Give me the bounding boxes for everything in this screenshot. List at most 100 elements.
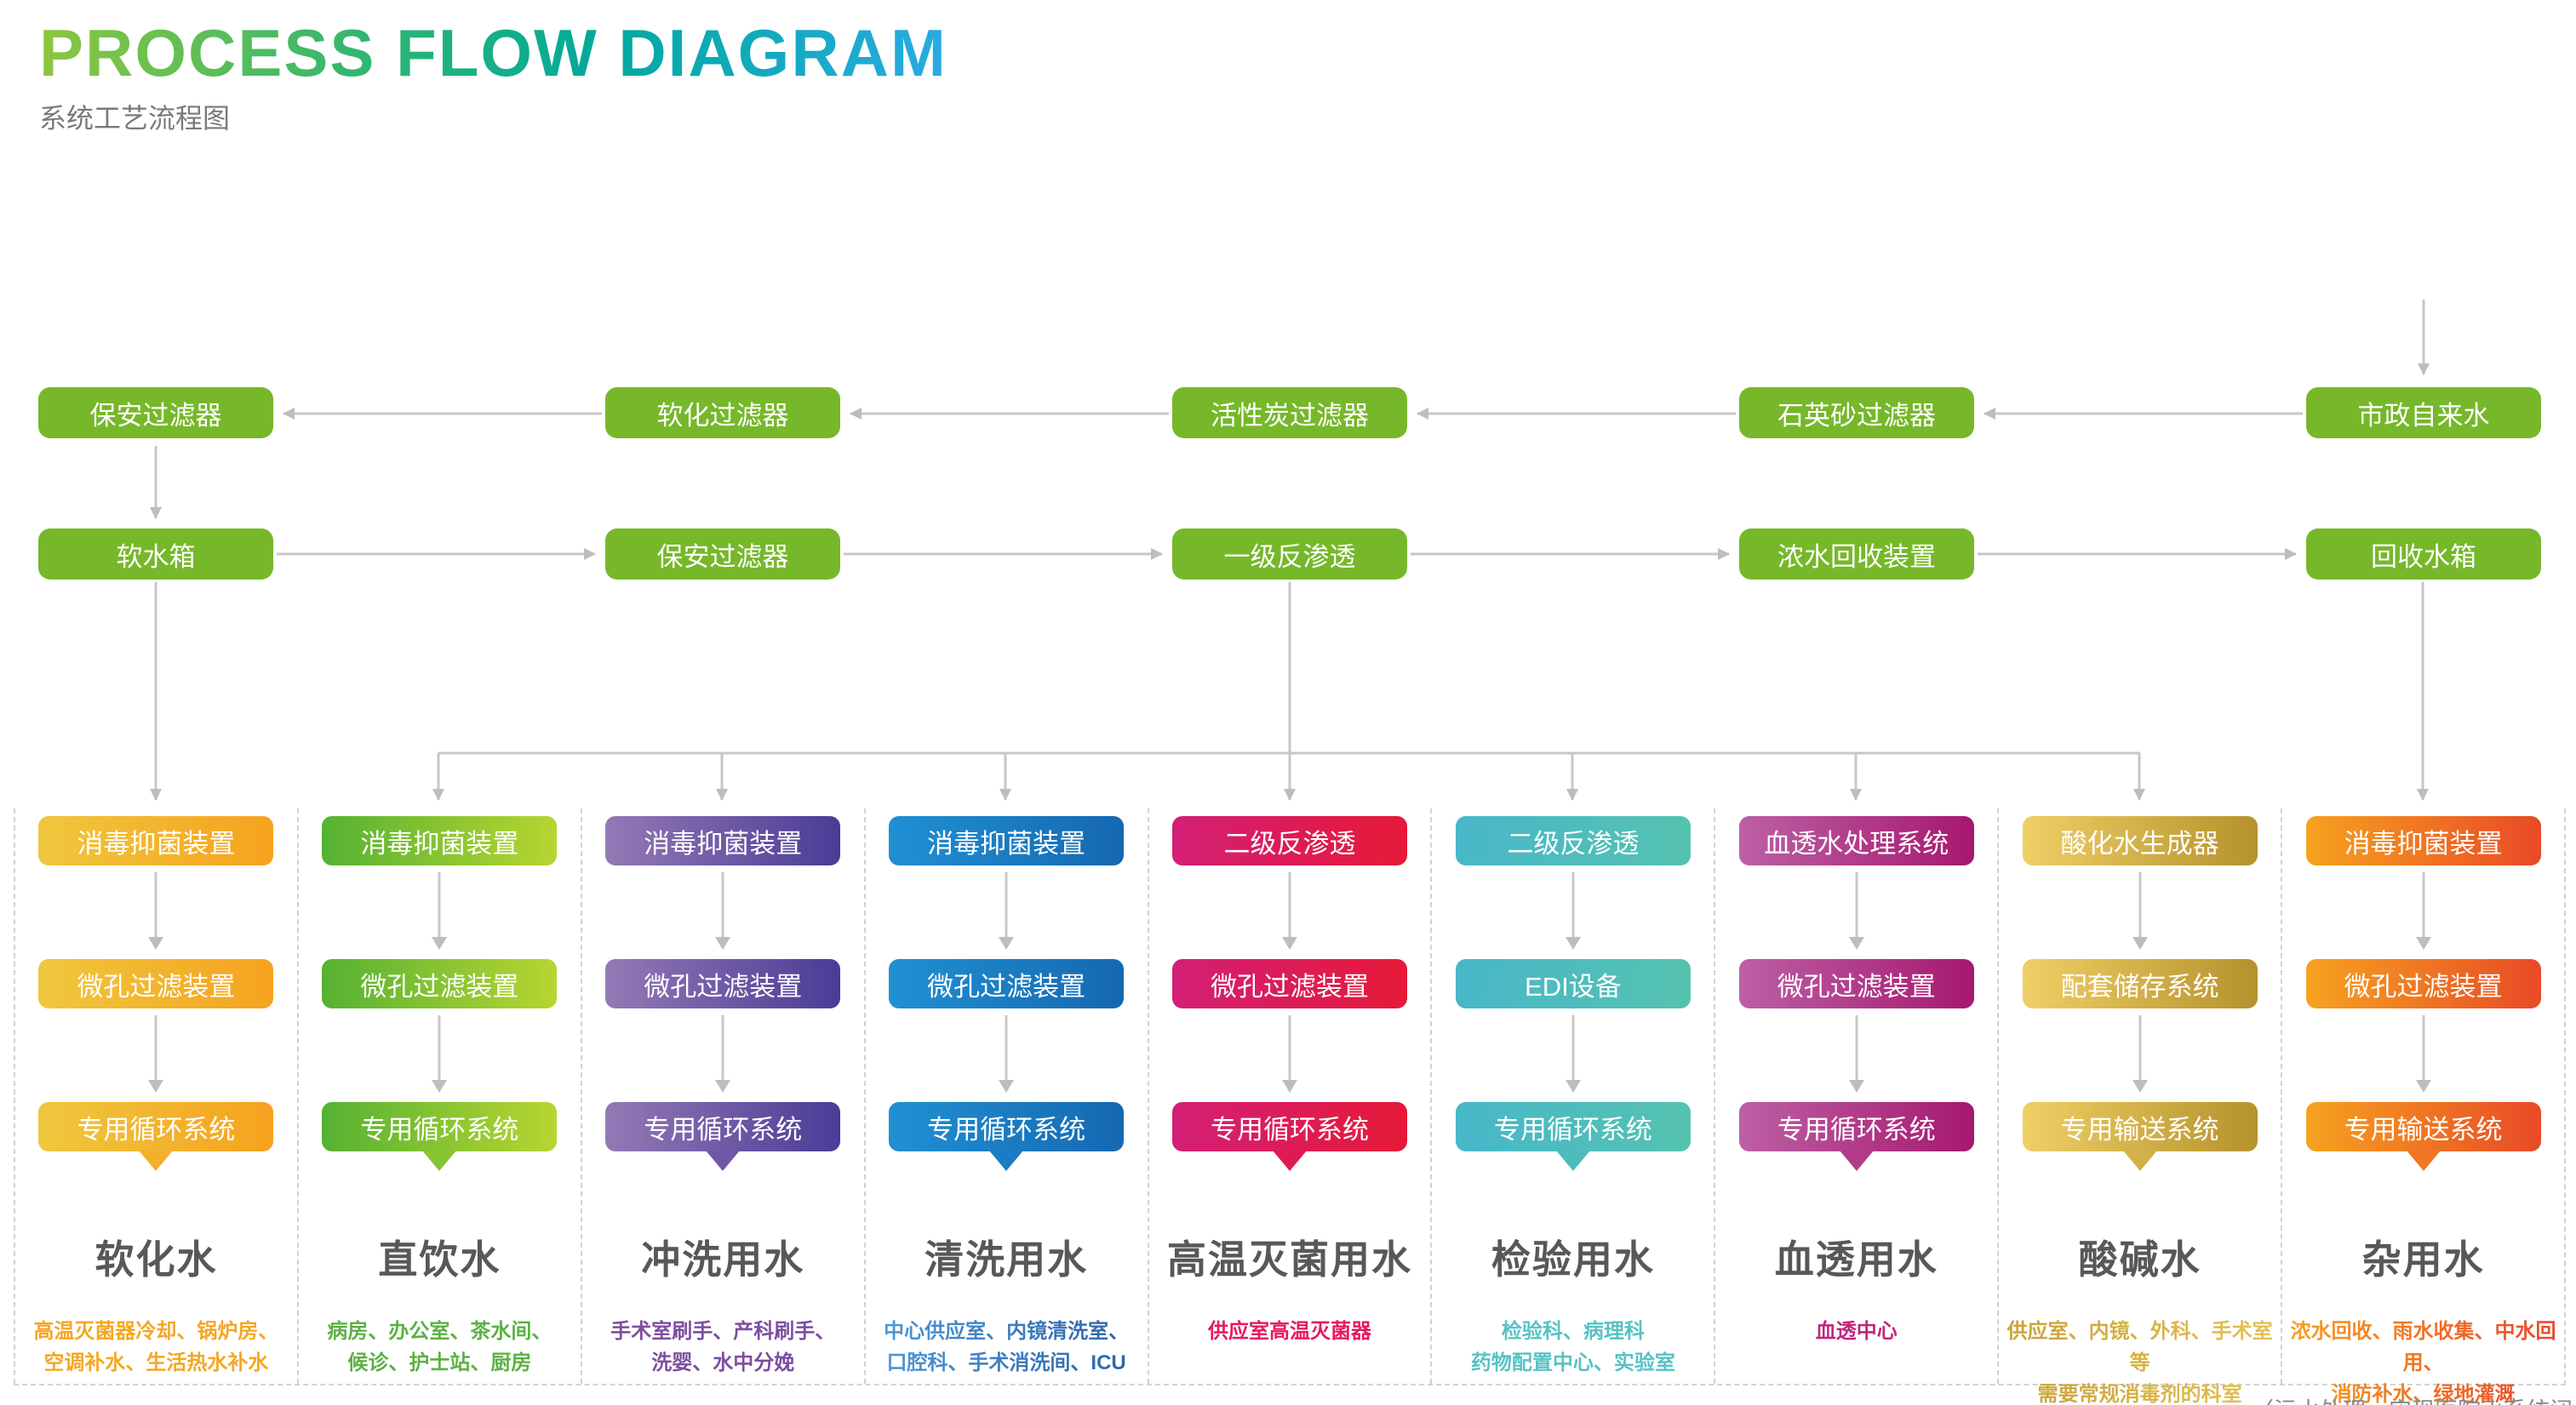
water-type-title: 酸碱水 <box>2078 1237 2201 1282</box>
process-box: 微孔过滤装置 <box>2305 959 2541 1008</box>
process-box-label: 活性炭过滤器 <box>1211 400 1369 431</box>
down-arrow-icon <box>15 865 297 959</box>
process-box-label: 消毒抑菌装置 <box>360 828 519 859</box>
process-box-label: 消毒抑菌装置 <box>77 828 236 859</box>
process-box-with-pointer: 专用循环系统 <box>889 1102 1125 1151</box>
water-usage-description: 血透中心 <box>1715 1316 1997 1347</box>
down-arrow-icon <box>1149 1008 1431 1102</box>
water-column: 二级反渗透 EDI设备 专用循环系统 检验用水 检验科、病理科 药物配置中心、实… <box>1430 808 1714 1384</box>
process-box-label: 二级反渗透 <box>1223 828 1356 859</box>
process-box: 二级反渗透 <box>1455 816 1691 865</box>
process-box-label: 配套储存系统 <box>2060 971 2219 1002</box>
water-usage-description: 供应室高温灭菌器 <box>1149 1316 1431 1347</box>
process-box-label: 微孔过滤装置 <box>1211 971 1369 1002</box>
down-arrow-icon <box>1149 865 1431 959</box>
header: PROCESS FLOW DIAGRAM 系统工艺流程图 <box>39 15 947 136</box>
down-arrow-icon <box>1432 865 1714 959</box>
process-box: 微孔过滤装置 <box>1738 959 1974 1008</box>
down-arrow-icon <box>1432 1008 1714 1102</box>
process-box: 石英砂过滤器 <box>1739 387 1974 438</box>
process-box: 回收水箱 <box>2306 528 2541 580</box>
water-usage-description: 浓水回收、雨水收集、中水回用、 消防补水、绿地灌溉 <box>2282 1316 2564 1405</box>
water-column: 消毒抑菌装置 微孔过滤装置 专用循环系统 冲洗用水 手术室刷手、产科刷手、 洗婴… <box>580 808 864 1384</box>
process-box-with-pointer: 专用输送系统 <box>2022 1102 2258 1151</box>
process-box-with-pointer: 专用循环系统 <box>1455 1102 1691 1151</box>
process-box: 微孔过滤装置 <box>605 959 841 1008</box>
process-box-label: 专用输送系统 <box>2060 1114 2219 1145</box>
process-box-with-pointer: 专用输送系统 <box>2305 1102 2541 1151</box>
process-box: 浓水回收装置 <box>1739 528 1974 580</box>
down-arrow-icon <box>2282 1008 2564 1102</box>
page-subtitle: 系统工艺流程图 <box>39 102 231 134</box>
process-box: 微孔过滤装置 <box>38 959 274 1008</box>
water-type-title: 软化水 <box>94 1237 218 1282</box>
process-box-label: 微孔过滤装置 <box>927 971 1086 1002</box>
process-box-label: 微孔过滤装置 <box>1777 971 1936 1002</box>
process-box: 配套储存系统 <box>2022 959 2258 1008</box>
water-type-title: 检验用水 <box>1491 1237 1655 1282</box>
process-box: 二级反渗透 <box>1172 816 1407 865</box>
down-arrow-icon <box>582 865 864 959</box>
process-box: 消毒抑菌装置 <box>605 816 841 865</box>
process-box-label: 浓水回收装置 <box>1777 541 1936 572</box>
process-box: 保安过滤器 <box>38 387 273 438</box>
water-column: 消毒抑菌装置 微孔过滤装置 专用输送系统 杂用水 浓水回收、雨水收集、中水回用、… <box>2281 808 2564 1405</box>
process-box-label: 血透水处理系统 <box>1764 828 1949 859</box>
down-arrow-icon <box>582 1008 864 1102</box>
water-usage-description: 手术室刷手、产科刷手、 洗婴、水中分娩 <box>582 1316 864 1379</box>
water-column: 血透水处理系统 微孔过滤装置 专用循环系统 血透用水 血透中心 <box>1714 808 1997 1384</box>
down-arrow-icon <box>1999 865 2281 959</box>
process-box: 活性炭过滤器 <box>1172 387 1407 438</box>
water-type-title: 血透用水 <box>1774 1237 1938 1282</box>
process-box-label: 专用循环系统 <box>927 1114 1086 1145</box>
process-box-label: 保安过滤器 <box>89 400 222 431</box>
water-usage-description: 高温灭菌器冷却、锅炉房、 空调补水、生活热水补水 <box>15 1316 297 1379</box>
process-box-label: 消毒抑菌装置 <box>927 828 1086 859</box>
process-box-label: 专用循环系统 <box>1493 1114 1652 1145</box>
process-box-label: 消毒抑菌装置 <box>644 828 803 859</box>
process-box-label: 一级反渗透 <box>1223 541 1356 572</box>
process-box-label: 市政自来水 <box>2357 400 2490 431</box>
process-box: 酸化水生成器 <box>2022 816 2258 865</box>
process-box-label: 专用输送系统 <box>2344 1114 2503 1145</box>
process-box: 消毒抑菌装置 <box>322 816 558 865</box>
process-box-label: 微孔过滤装置 <box>77 971 236 1002</box>
process-box: 消毒抑菌装置 <box>38 816 274 865</box>
process-box-with-pointer: 专用循环系统 <box>1172 1102 1407 1151</box>
process-box-label: 专用循环系统 <box>360 1114 519 1145</box>
process-box-with-pointer: 专用循环系统 <box>322 1102 558 1151</box>
down-arrow-icon <box>866 865 1148 959</box>
process-box-label: 二级反渗透 <box>1507 828 1640 859</box>
process-box: 消毒抑菌装置 <box>2305 816 2541 865</box>
process-box: 软化过滤器 <box>605 387 840 438</box>
water-usage-description: 中心供应室、内镜清洗室、 口腔科、手术消洗间、ICU <box>866 1316 1148 1379</box>
page-title: PROCESS FLOW DIAGRAM <box>39 15 947 90</box>
process-box-label: 专用循环系统 <box>77 1114 236 1145</box>
process-box-label: 软化过滤器 <box>656 400 789 431</box>
process-box: 微孔过滤装置 <box>889 959 1125 1008</box>
process-box-with-pointer: 专用循环系统 <box>38 1102 274 1151</box>
water-type-title: 高温灭菌用水 <box>1167 1237 1412 1282</box>
water-column: 消毒抑菌装置 微孔过滤装置 专用循环系统 软化水 高温灭菌器冷却、锅炉房、 空调… <box>14 808 297 1384</box>
process-box-label: 微孔过滤装置 <box>644 971 803 1002</box>
process-box: 微孔过滤装置 <box>322 959 558 1008</box>
process-box-with-pointer: 专用循环系统 <box>605 1102 841 1151</box>
water-column: 二级反渗透 微孔过滤装置 专用循环系统 高温灭菌用水 供应室高温灭菌器 <box>1147 808 1431 1384</box>
down-arrow-icon <box>2282 865 2564 959</box>
down-arrow-icon <box>1999 1008 2281 1102</box>
process-box: 消毒抑菌装置 <box>889 816 1125 865</box>
water-usage-description: 检验科、病理科 药物配置中心、实验室 <box>1432 1316 1714 1379</box>
process-box: 血透水处理系统 <box>1738 816 1974 865</box>
down-arrow-icon <box>299 865 581 959</box>
water-type-title: 清洗用水 <box>924 1237 1089 1282</box>
process-box-label: 微孔过滤装置 <box>360 971 519 1002</box>
process-box: 软水箱 <box>38 528 273 580</box>
process-box-label: 专用循环系统 <box>644 1114 803 1145</box>
down-arrow-icon <box>1715 1008 1997 1102</box>
process-box-label: 微孔过滤装置 <box>2344 971 2503 1002</box>
water-type-title: 冲洗用水 <box>641 1237 805 1282</box>
process-box: 市政自来水 <box>2306 387 2541 438</box>
water-usage-description: 病房、办公室、茶水间、 候诊、护士站、厨房 <box>299 1316 581 1379</box>
water-column: 消毒抑菌装置 微孔过滤装置 专用循环系统 清洗用水 中心供应室、内镜清洗室、 口… <box>863 808 1148 1384</box>
